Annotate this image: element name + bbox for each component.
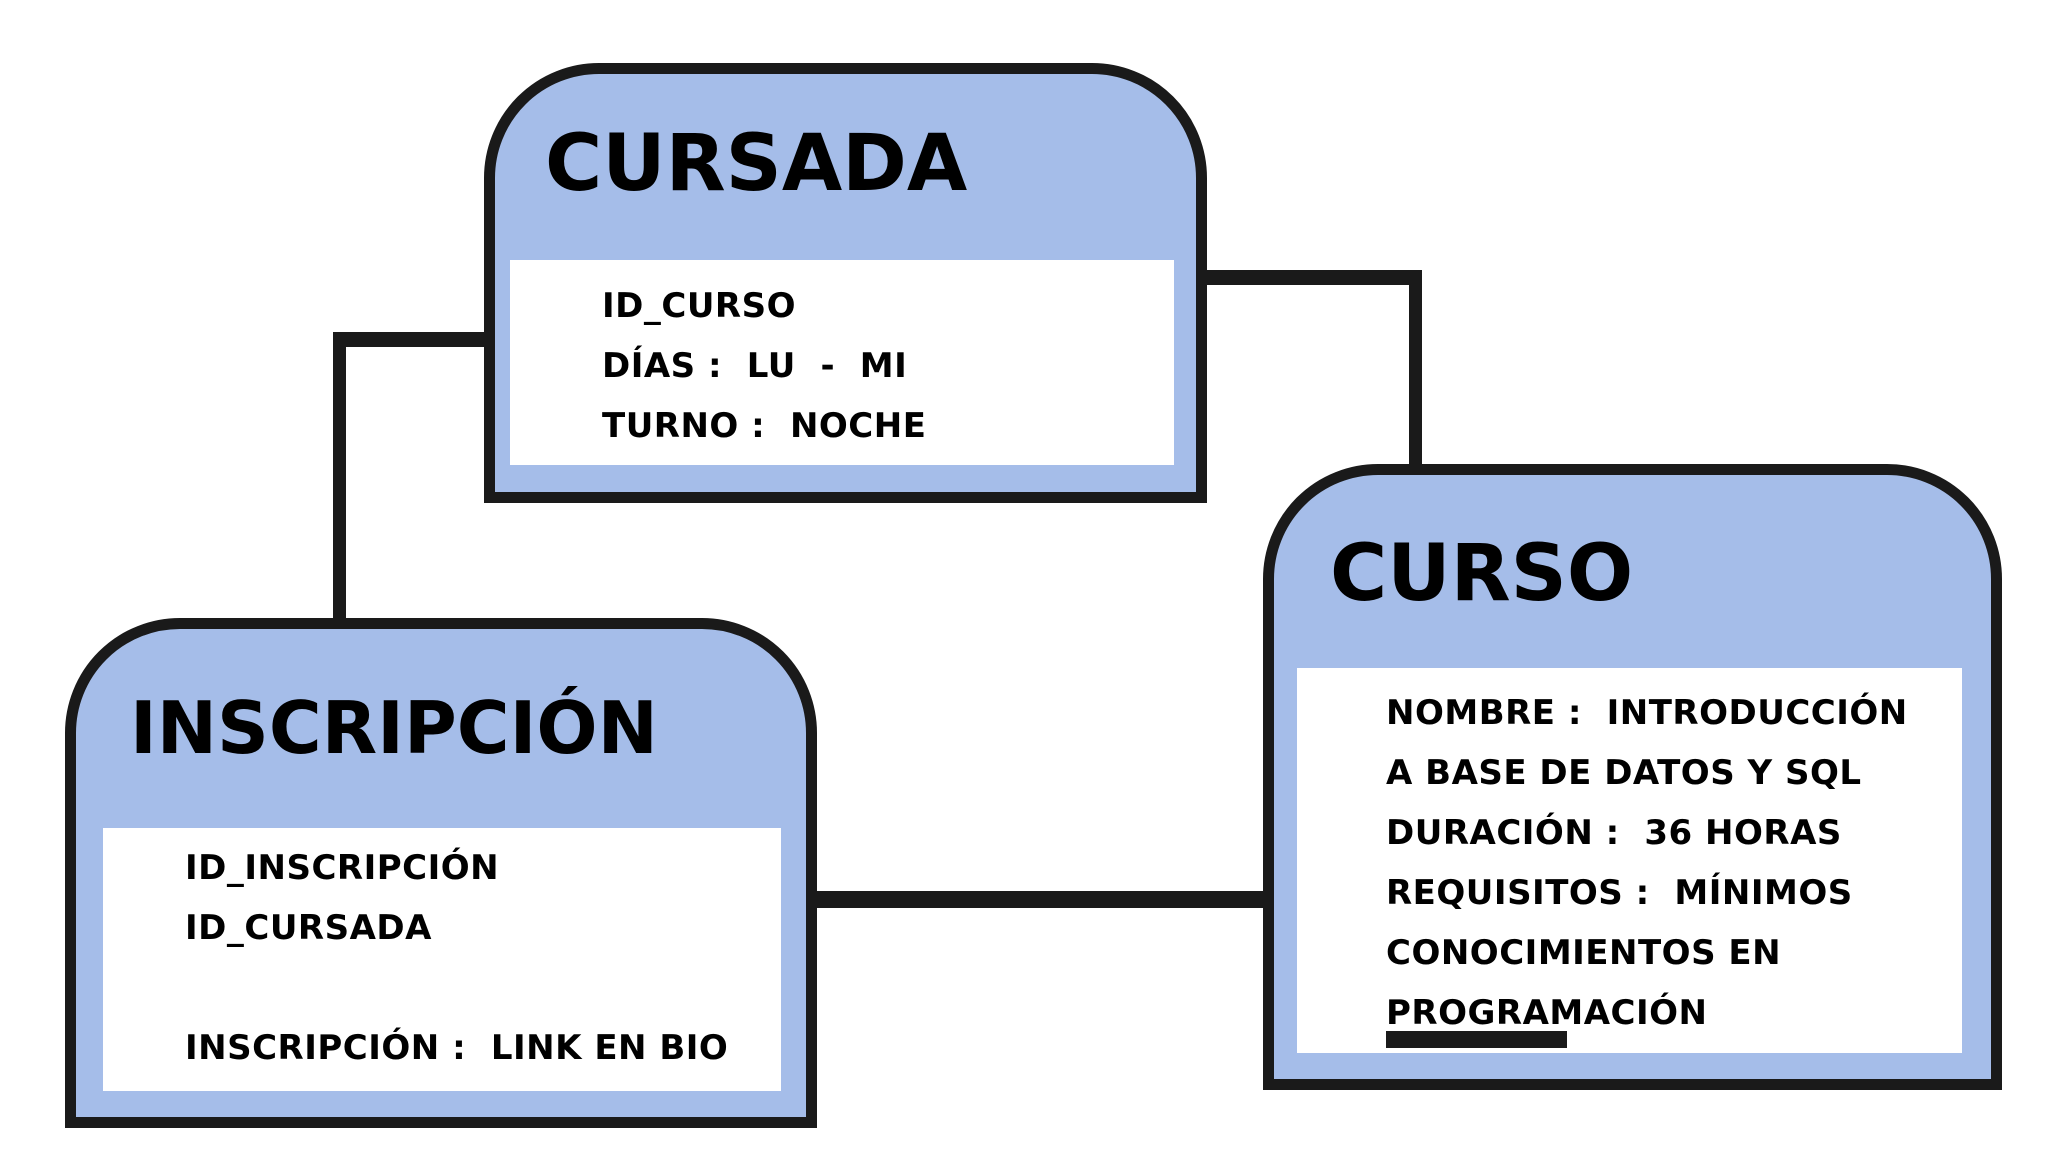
attribute-nombre-line1: NOMBRE : INTRODUCCIÓN	[1386, 693, 1908, 733]
attribute-dias: DÍAS : LU - MI	[602, 346, 908, 386]
entity-cursada-attributes: ID_CURSO DÍAS : LU - MI TURNO : NOCHE	[602, 276, 926, 456]
connector-cursada-curso-horizontal	[1207, 270, 1422, 285]
connector-cursada-inscripcion-horizontal	[333, 332, 484, 347]
attribute-inscripcion-link: INSCRIPCIÓN : LINK EN BIO	[185, 1028, 729, 1068]
attribute-id-cursada: ID_CURSADA	[185, 908, 432, 948]
entity-inscripcion-attributes: ID_INSCRIPCIÓN ID_CURSADA INSCRIPCIÓN : …	[185, 838, 728, 1078]
connector-inscripcion-curso-horizontal	[817, 891, 1263, 908]
connector-cursada-curso-vertical	[1409, 270, 1422, 464]
entity-inscripcion-title: INSCRIPCIÓN	[130, 686, 658, 770]
connector-cursada-inscripcion-vertical	[333, 332, 346, 618]
entity-inscripcion-attributes-panel	[103, 828, 781, 1091]
entity-cursada-attributes-panel	[510, 260, 1174, 465]
attribute-requisitos-line3: PROGRAMACIÓN	[1386, 993, 1708, 1033]
attribute-turno: TURNO : NOCHE	[602, 406, 927, 446]
attribute-requisitos-line1: REQUISITOS : MÍNIMOS	[1386, 873, 1853, 913]
attribute-requisitos-line2: CONOCIMIENTOS EN	[1386, 933, 1782, 973]
entity-curso-attributes-panel	[1297, 668, 1962, 1053]
entity-cursada-title: CURSADA	[545, 119, 968, 209]
entity-curso-attributes: NOMBRE : INTRODUCCIÓN A BASE DE DATOS Y …	[1386, 683, 1908, 1043]
entity-curso-title: CURSO	[1330, 529, 1634, 619]
attribute-duracion: DURACIÓN : 36 HORAS	[1386, 813, 1842, 853]
attribute-id-curso: ID_CURSO	[602, 286, 797, 326]
programacion-underline-highlight	[1386, 1031, 1567, 1048]
attribute-nombre-line2: A BASE DE DATOS Y SQL	[1386, 753, 1862, 793]
attribute-id-inscripcion: ID_INSCRIPCIÓN	[185, 848, 500, 888]
